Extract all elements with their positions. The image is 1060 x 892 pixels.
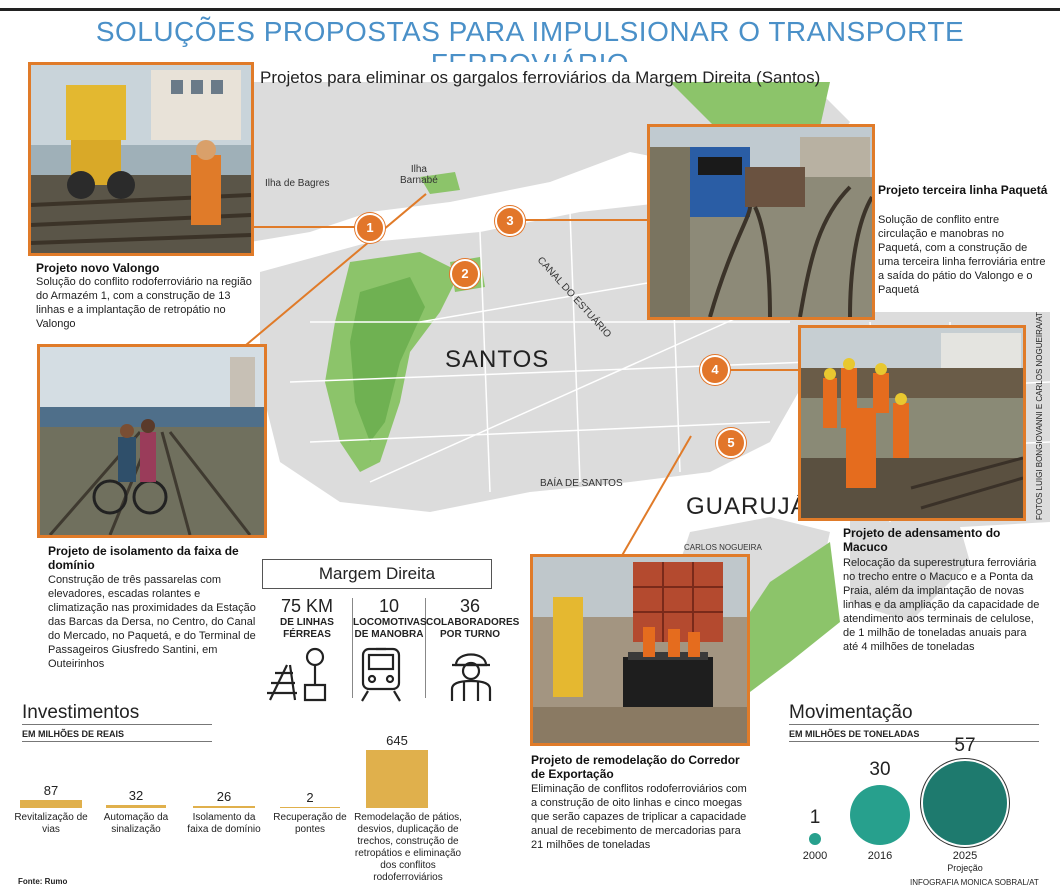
investment-value: 2 <box>306 790 314 805</box>
investimentos-rule <box>22 724 212 725</box>
photo-terceira-linha <box>647 124 875 320</box>
photo-faixa-dominio <box>37 344 267 538</box>
photo-novo-valongo <box>28 62 254 256</box>
stat-divider-1 <box>352 598 353 698</box>
label-ilha-barnabe: Ilha Barnabé <box>400 164 438 186</box>
infografia-credit: INFOGRAFIA MONICA SOBRAL/AT <box>910 878 1039 887</box>
project-5-desc: Eliminação de conflitos rodoferroviários… <box>531 783 747 851</box>
movement-value: 30 <box>869 759 891 780</box>
marker-4[interactable]: 4 <box>700 355 730 385</box>
marker-5[interactable]: 5 <box>716 428 746 458</box>
label-santos: SANTOS <box>445 346 550 373</box>
investment-value: 645 <box>386 733 408 748</box>
movement-bubble <box>923 761 1007 845</box>
project-1-title: Projeto novo Valongo <box>36 261 160 275</box>
railway-sign-icon <box>267 647 327 702</box>
stat-workers-label: COLABORADORES POR TURNO <box>426 617 520 640</box>
investimentos-rule-2 <box>22 741 212 742</box>
movimentacao-subtitle: EM MILHÕES DE TONELADAS <box>789 729 920 739</box>
project-3-desc: Solução de conflito entre circulação e m… <box>878 214 1046 296</box>
movimentacao-title: Movimentação <box>789 702 913 723</box>
stat-locomotives-value: 10 <box>378 596 400 616</box>
investment-bar <box>106 805 166 808</box>
movement-year: 2025 <box>952 850 978 862</box>
investment-value: 32 <box>128 788 144 803</box>
project-4-title: Projeto de adensamento do Macuco <box>843 526 1001 554</box>
stat-divider-2 <box>425 598 426 698</box>
marker-2[interactable]: 2 <box>450 259 480 289</box>
movement-value: 1 <box>809 807 821 828</box>
label-baia-santos: BAÍA DE SANTOS <box>540 478 623 489</box>
investment-value: 26 <box>216 789 232 804</box>
leader-line-4 <box>726 369 800 371</box>
top-rule <box>0 8 1060 11</box>
investment-label: Revitalização de vias <box>14 812 88 835</box>
investment-bar <box>280 807 340 808</box>
movement-year: 2000 <box>802 850 828 862</box>
movement-bubble <box>809 833 821 845</box>
margem-direita-title: Margem Direita <box>262 559 492 589</box>
label-guaruja: GUARUJÁ <box>686 493 808 520</box>
project-1-desc: Solução do conflito rodoferroviário na r… <box>36 276 252 330</box>
investment-label: Automação da sinalização <box>103 812 169 835</box>
stat-lines-value: 75 KM <box>280 596 334 616</box>
marker-1[interactable]: 1 <box>355 213 385 243</box>
train-icon <box>361 647 401 702</box>
leader-line-3 <box>520 219 650 221</box>
project-3-title: Projeto terceira linha Paquetá <box>878 183 1048 197</box>
photo-credit: FOTOS LUIGI BONGIOVANNI E CARLOS NOGUEIR… <box>1035 311 1044 520</box>
stat-workers-value: 36 <box>459 596 481 616</box>
stat-lines-label: DE LINHAS FÉRREAS <box>280 617 334 640</box>
movement-bubble <box>850 785 910 845</box>
project-2-desc: Construção de três passarelas com elevad… <box>48 574 256 670</box>
movement-note: Projeção <box>947 863 983 873</box>
investment-bar <box>366 750 428 808</box>
marker-3[interactable]: 3 <box>495 206 525 236</box>
movimentacao-rule-2 <box>789 741 1039 742</box>
movement-value: 57 <box>954 735 976 756</box>
investimentos-title: Investimentos <box>22 702 140 723</box>
source-credit: Fonte: Rumo <box>18 877 68 886</box>
stat-locomotives-label: LOCOMOTIVAS DE MANOBRA <box>353 617 427 640</box>
photo-macuco <box>798 325 1026 521</box>
project-4-desc: Relocação da superestrutura ferroviária … <box>843 557 1040 653</box>
project-2-title: Projeto de isolamento da faixa de domíni… <box>48 544 239 572</box>
photo-corredor-exportacao <box>530 554 750 746</box>
investment-bar <box>20 800 82 808</box>
investment-value: 87 <box>43 783 59 798</box>
investimentos-subtitle: EM MILHÕES DE REAIS <box>22 729 125 739</box>
movement-year: 2016 <box>867 850 893 862</box>
worker-icon <box>450 653 492 701</box>
movimentacao-rule <box>789 724 1039 725</box>
map-subtitle: Projetos para eliminar os gargalos ferro… <box>260 68 821 87</box>
investment-label: Isolamento da faixa de domínio <box>187 812 261 835</box>
investment-bar <box>193 806 255 808</box>
label-carlos-nogueira: CARLOS NOGUEIRA <box>684 543 762 552</box>
investment-label: Remodelação de pátios, desvios, duplicaç… <box>354 812 462 883</box>
investment-label: Recuperação de pontes <box>273 812 347 835</box>
leader-line-1 <box>252 226 370 228</box>
label-ilha-bagres: Ilha de Bagres <box>265 178 330 189</box>
project-5-title: Projeto de remodelação do Corredor de Ex… <box>531 753 740 781</box>
